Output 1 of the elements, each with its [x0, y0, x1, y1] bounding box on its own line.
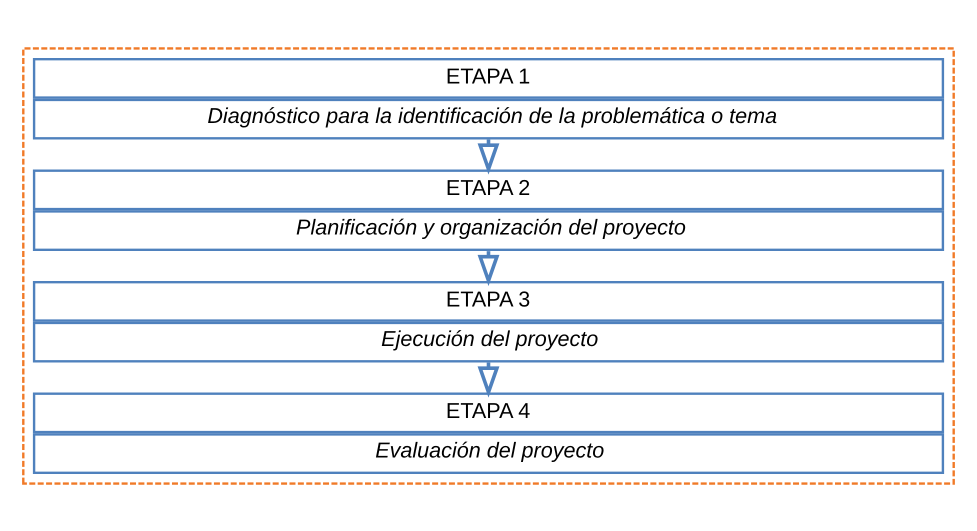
cluster — [22, 46, 955, 484]
